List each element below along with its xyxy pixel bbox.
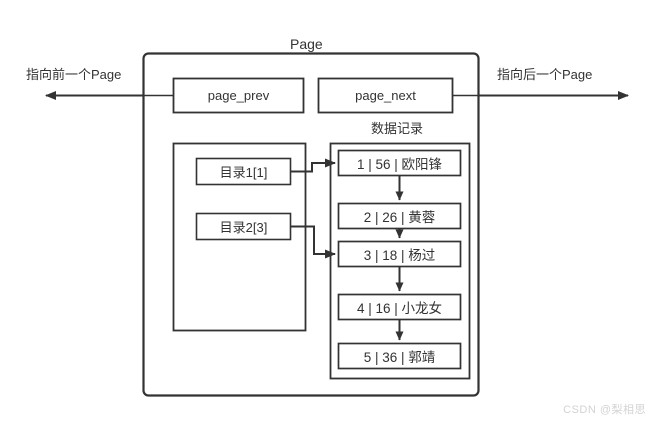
record-label-5[interactable]: 5 | 36 | 郭靖	[363, 350, 436, 365]
record-box-4[interactable]	[337, 293, 462, 321]
record-box-3[interactable]	[337, 240, 462, 268]
csdn-watermark: CSDN @梨相思	[563, 404, 646, 416]
record-box-2[interactable]	[337, 202, 462, 230]
records-container-rect	[329, 142, 471, 380]
record-label-4[interactable]: 4 | 16 | 小龙女	[356, 301, 443, 316]
record-box-5[interactable]	[337, 342, 462, 370]
record-label-2[interactable]: 2 | 26 | 黄蓉	[363, 210, 436, 225]
page-next-box-rect[interactable]	[317, 77, 454, 114]
directory-2-to-record-3-connector	[290, 225, 336, 259]
record-label-1[interactable]: 1 | 56 | 欧阳锋	[356, 157, 443, 172]
directory-1-to-record-1-connector	[290, 158, 336, 173]
directory-entry-1-label[interactable]: 目录1[1]	[219, 165, 268, 180]
directory-entry-1-rect[interactable]	[195, 157, 292, 186]
page-container-rect	[142, 52, 480, 397]
page-next-box-label[interactable]: page_next	[355, 88, 416, 103]
page-prev-box-label[interactable]: page_prev	[207, 88, 270, 103]
directory-entry-2-label[interactable]: 目录2[3]	[219, 220, 268, 235]
record-label-3[interactable]: 3 | 18 | 杨过	[363, 248, 436, 263]
directory-container-rect	[172, 142, 307, 332]
